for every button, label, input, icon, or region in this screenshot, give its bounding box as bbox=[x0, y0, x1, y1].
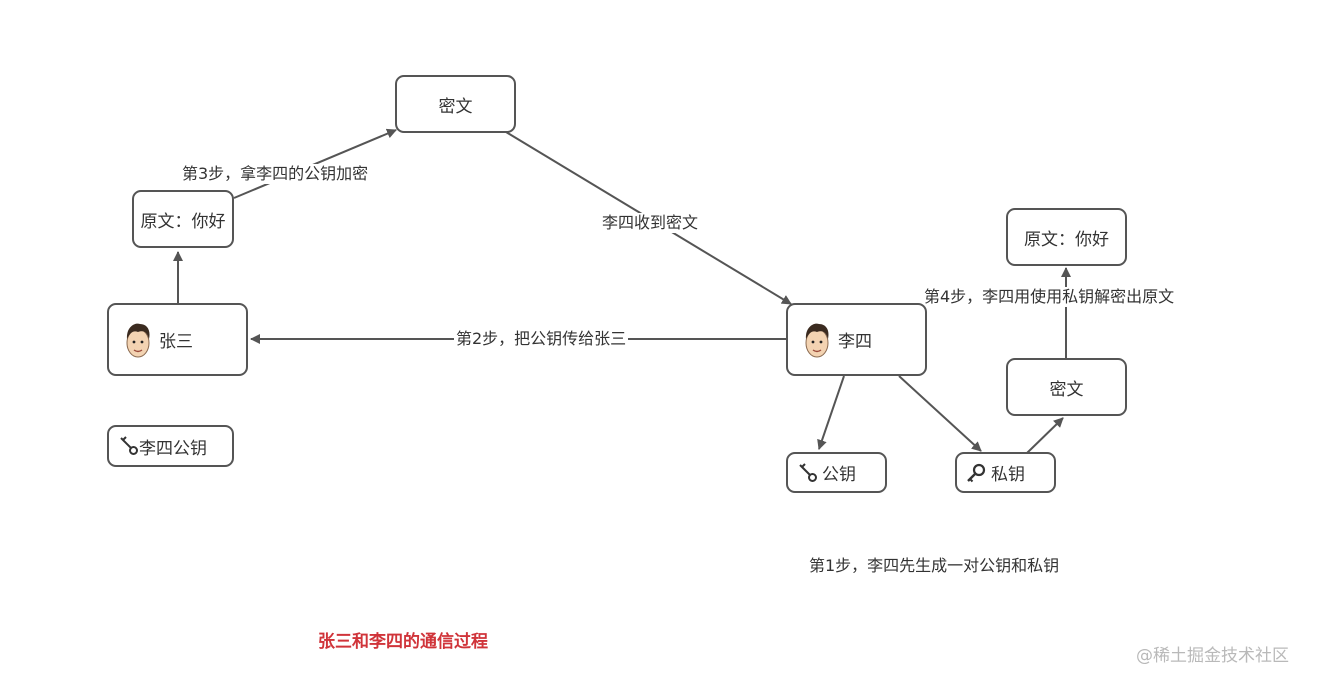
label-step2: 第2步，把公钥传给张三 bbox=[454, 329, 629, 349]
node-lisi-pubkey-held: 李四公钥 bbox=[107, 425, 234, 467]
person-avatar-icon bbox=[802, 321, 832, 359]
label-step3: 第3步，拿李四的公钥加密 bbox=[180, 164, 371, 184]
node-plaintext-left-text: 原文：你好 bbox=[140, 211, 226, 232]
node-zhangsan-text: 张三 bbox=[159, 332, 193, 352]
edge-lisi-to-privkey bbox=[898, 375, 982, 452]
node-lisi-text: 李四 bbox=[838, 332, 872, 352]
node-plaintext-right: 原文：你好 bbox=[1006, 208, 1127, 266]
label-step4: 第4步，李四用使用私钥解密出原文 bbox=[922, 287, 1177, 307]
watermark: @稀土掘金技术社区 bbox=[1136, 646, 1289, 666]
node-ciphertext-top: 密文 bbox=[395, 75, 516, 133]
person-avatar-icon bbox=[123, 321, 153, 359]
edge-privkey-to-ciphertext bbox=[1026, 417, 1064, 454]
node-zhangsan: 张三 bbox=[107, 303, 248, 376]
node-lisi: 李四 bbox=[786, 303, 927, 376]
key-icon bbox=[798, 462, 818, 483]
node-pubkey: 公钥 bbox=[786, 452, 887, 493]
label-receive: 李四收到密文 bbox=[600, 213, 701, 233]
node-privkey: 私钥 bbox=[955, 452, 1056, 493]
key-icon bbox=[119, 436, 139, 456]
node-plaintext-right-text: 原文：你好 bbox=[1024, 229, 1109, 250]
node-ciphertext-right: 密文 bbox=[1006, 358, 1127, 416]
label-step1: 第1步，李四先生成一对公钥和私钥 bbox=[807, 556, 1062, 576]
node-ciphertext-right-text: 密文 bbox=[1049, 379, 1084, 400]
edge-lisi-to-pubkey bbox=[817, 375, 845, 450]
node-plaintext-left: 原文：你好 bbox=[132, 190, 234, 248]
node-lisi-pubkey-held-text: 李四公钥 bbox=[139, 438, 207, 459]
node-ciphertext-top-text: 密文 bbox=[438, 96, 473, 117]
node-privkey-text: 私钥 bbox=[991, 465, 1025, 485]
node-pubkey-text: 公钥 bbox=[822, 465, 856, 485]
diagram-caption: 张三和李四的通信过程 bbox=[318, 632, 488, 652]
private-key-icon bbox=[965, 462, 987, 484]
